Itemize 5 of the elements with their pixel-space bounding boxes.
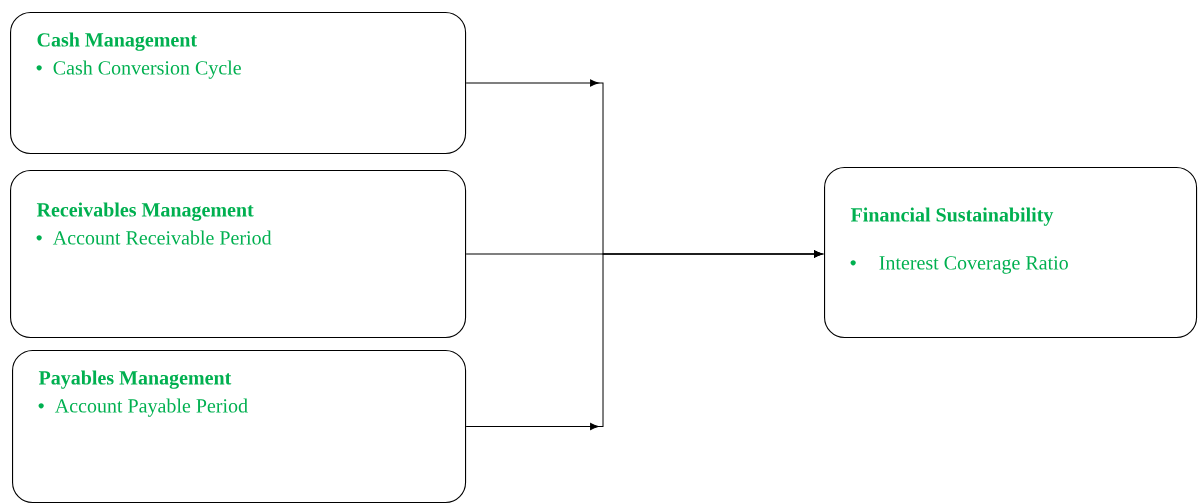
process-box: Receivables Management Account Receivable Period bbox=[10, 170, 467, 339]
process-box: Cash Management Cash Conversion Cycle bbox=[10, 12, 467, 155]
process-box: Financial Sustainability Interest Coverage Ratio bbox=[824, 167, 1198, 339]
arrow bbox=[465, 250, 823, 431]
process-box: Payables Management Account Payable Period bbox=[12, 350, 467, 504]
